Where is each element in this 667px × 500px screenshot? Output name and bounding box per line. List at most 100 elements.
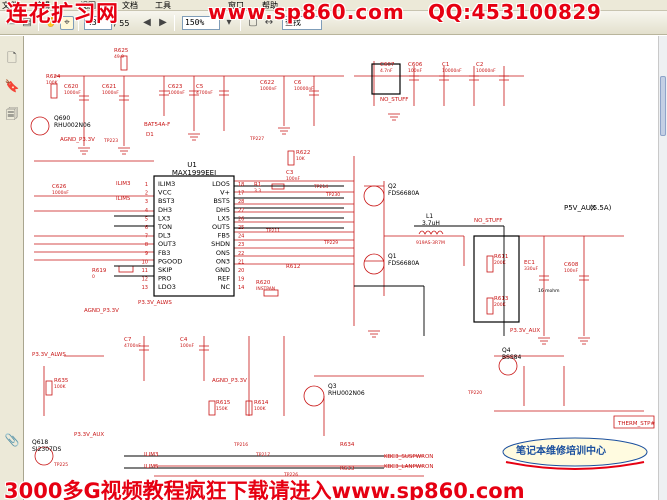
ic-pin-number: 20 [238,268,244,274]
menu-help[interactable]: 帮助 [262,1,278,10]
toolbar: ▭ ▤ ✋ ⌖ 43 / 55 ◀ ▶ 150% ▾ ▢ ↔ 查找 [0,11,667,35]
ic-part-label: MAX1999EEI [172,169,216,177]
net-label: ILIM5 [116,196,131,202]
mosfet-ref: Q3 [328,383,337,390]
capacitor-value: 1000nF [52,190,69,196]
capacitor-ref: C5 [196,84,204,90]
net-label: P3.3V_AUX [510,328,540,334]
ic-pin-number: 12 [142,277,148,283]
net-label: P3.3V_ALWS [32,352,66,358]
find-field[interactable]: 查找 [282,16,322,30]
ic-pin-right-dh5: DH5 [216,206,230,214]
training-center-logo: 笔记本维修培训中心 [500,436,650,476]
ic-pin-number: 6 [145,225,148,231]
ic-pin-left-vcc: VCC [158,189,172,197]
resistor-value: 0 [92,274,95,280]
capacitor-value: 10000nF [442,68,462,74]
save-icon[interactable]: ▤ [22,17,32,28]
mosfet-part: SI2307DS [32,446,61,453]
small-label: TP227 [249,136,264,142]
net-label: THERM_STP# [617,421,655,427]
ic-pin-right-ref: REF [218,275,231,283]
small-label: TP226 [283,472,298,478]
ic-pin-number: 27 [238,208,244,214]
open-icon[interactable]: ▭ [6,17,16,28]
capacitor-ref: C626 [52,184,67,190]
capacitor-value: 1000nF [260,86,277,92]
ic-pin-right-ldo5: LDO5 [212,180,230,188]
resistor-value: 49.9 [114,54,124,60]
capacitor-value: 4700nF [196,90,213,96]
resistor-ref: R625 [114,48,129,54]
vertical-scrollbar[interactable] [658,36,667,500]
net-label: AGND_P3.3V [212,378,247,384]
mosfet-part: RHU002N06 [54,122,91,129]
ic-pin-number: 25 [238,225,244,231]
small-label: TP223 [103,138,118,144]
mosfet-part: FDS6680A [388,260,420,267]
ic-pin-right-out5: OUT5 [212,223,230,231]
logo-text: 笔记本维修培训中心 [516,446,606,457]
ic-pin-right-nc: NC [221,283,231,291]
resistor-value: 200K [494,302,507,308]
ic-pin-number: 10 [142,259,148,265]
menu-window[interactable]: 窗口 [228,1,244,10]
capacitor-ref: C607 [380,62,395,68]
ic-pin-right-bst5: BST5 [213,197,230,205]
ic-pin-left-skip: SKIP [158,266,172,274]
ic-pin-number: 26 [238,216,244,222]
paperclip-icon[interactable]: 📎 [4,433,20,447]
page-number-field[interactable]: 43 [84,16,112,30]
pages-panel-icon[interactable]: 🗋 [7,51,17,65]
capacitor-ref: C608 [564,262,579,268]
resistor-ref: R1 [254,182,261,188]
mosfet-ref: Q2 [388,183,397,190]
ic-pin-right-fb5: FB5 [218,232,230,240]
select-tool-icon[interactable]: ⌖ [60,16,74,30]
fit-width-icon[interactable]: ↔ [264,17,274,28]
ic-pin-right-shdn: SHDN [211,240,230,248]
net-label: (5.5A) [590,204,612,212]
inductor-value: 3.7uH [422,220,440,227]
capacitor-value: 100nF [286,176,300,182]
menu-tools[interactable]: 工具 [155,1,171,10]
menu-file[interactable]: 文件 [2,1,18,10]
ic-pin-right-on3: ON3 [216,257,230,265]
scrollbar-thumb[interactable] [660,76,666,136]
ic-pin-left-ton: TON [157,223,172,231]
bookmarks-panel-icon[interactable]: 🔖 [4,79,20,93]
capacitor-ref: C606 [408,62,423,68]
resistor-ref: R619 [92,268,107,274]
ic-pin-number: 3 [145,199,148,205]
ic-pin-number: 2 [145,191,148,197]
net-label: D1 [146,132,154,138]
ic-pin-number: 21 [238,259,244,265]
next-page-icon[interactable]: ▶ [159,17,167,28]
net-label: BAT54A-F [144,122,170,128]
zoom-field[interactable]: 150% [182,16,220,30]
menu-view[interactable]: 视图 [80,1,96,10]
hand-tool-icon[interactable]: ✋ [45,17,58,28]
attachments-panel-icon[interactable]: 🗐 [6,107,18,121]
mosfet-ref: Q4 [502,347,511,354]
net-label: NO_STUFF [474,218,502,224]
small-label: TP211 [265,228,280,234]
small-label: TP225 [53,462,68,468]
net-label: KBC3_SUSPWRON [384,454,433,460]
resistor-value: 150K [216,406,229,412]
resistor-value: 100K [254,406,267,412]
ic-pin-left-out3: OUT3 [158,240,176,248]
zoom-dropdown-icon[interactable]: ▾ [226,17,232,28]
menu-bar: 文件 编辑 视图 文档 工具 窗口 帮助 [0,0,667,11]
previous-page-icon[interactable]: ◀ [143,17,151,28]
ic-pin-left-dh3: DH3 [158,206,172,214]
fit-page-icon[interactable]: ▢ [248,17,258,28]
ic-pin-right-gnd: GND [215,266,230,274]
ic-pin-number: 17 [238,191,244,197]
ic-pin-number: 24 [238,234,244,240]
resistor-value: 200K [494,260,507,266]
menu-edit[interactable]: 编辑 [34,1,50,10]
menu-document[interactable]: 文档 [122,1,138,10]
small-label: TP214 [313,184,328,190]
capacitor-value: 4700nF [124,343,141,349]
